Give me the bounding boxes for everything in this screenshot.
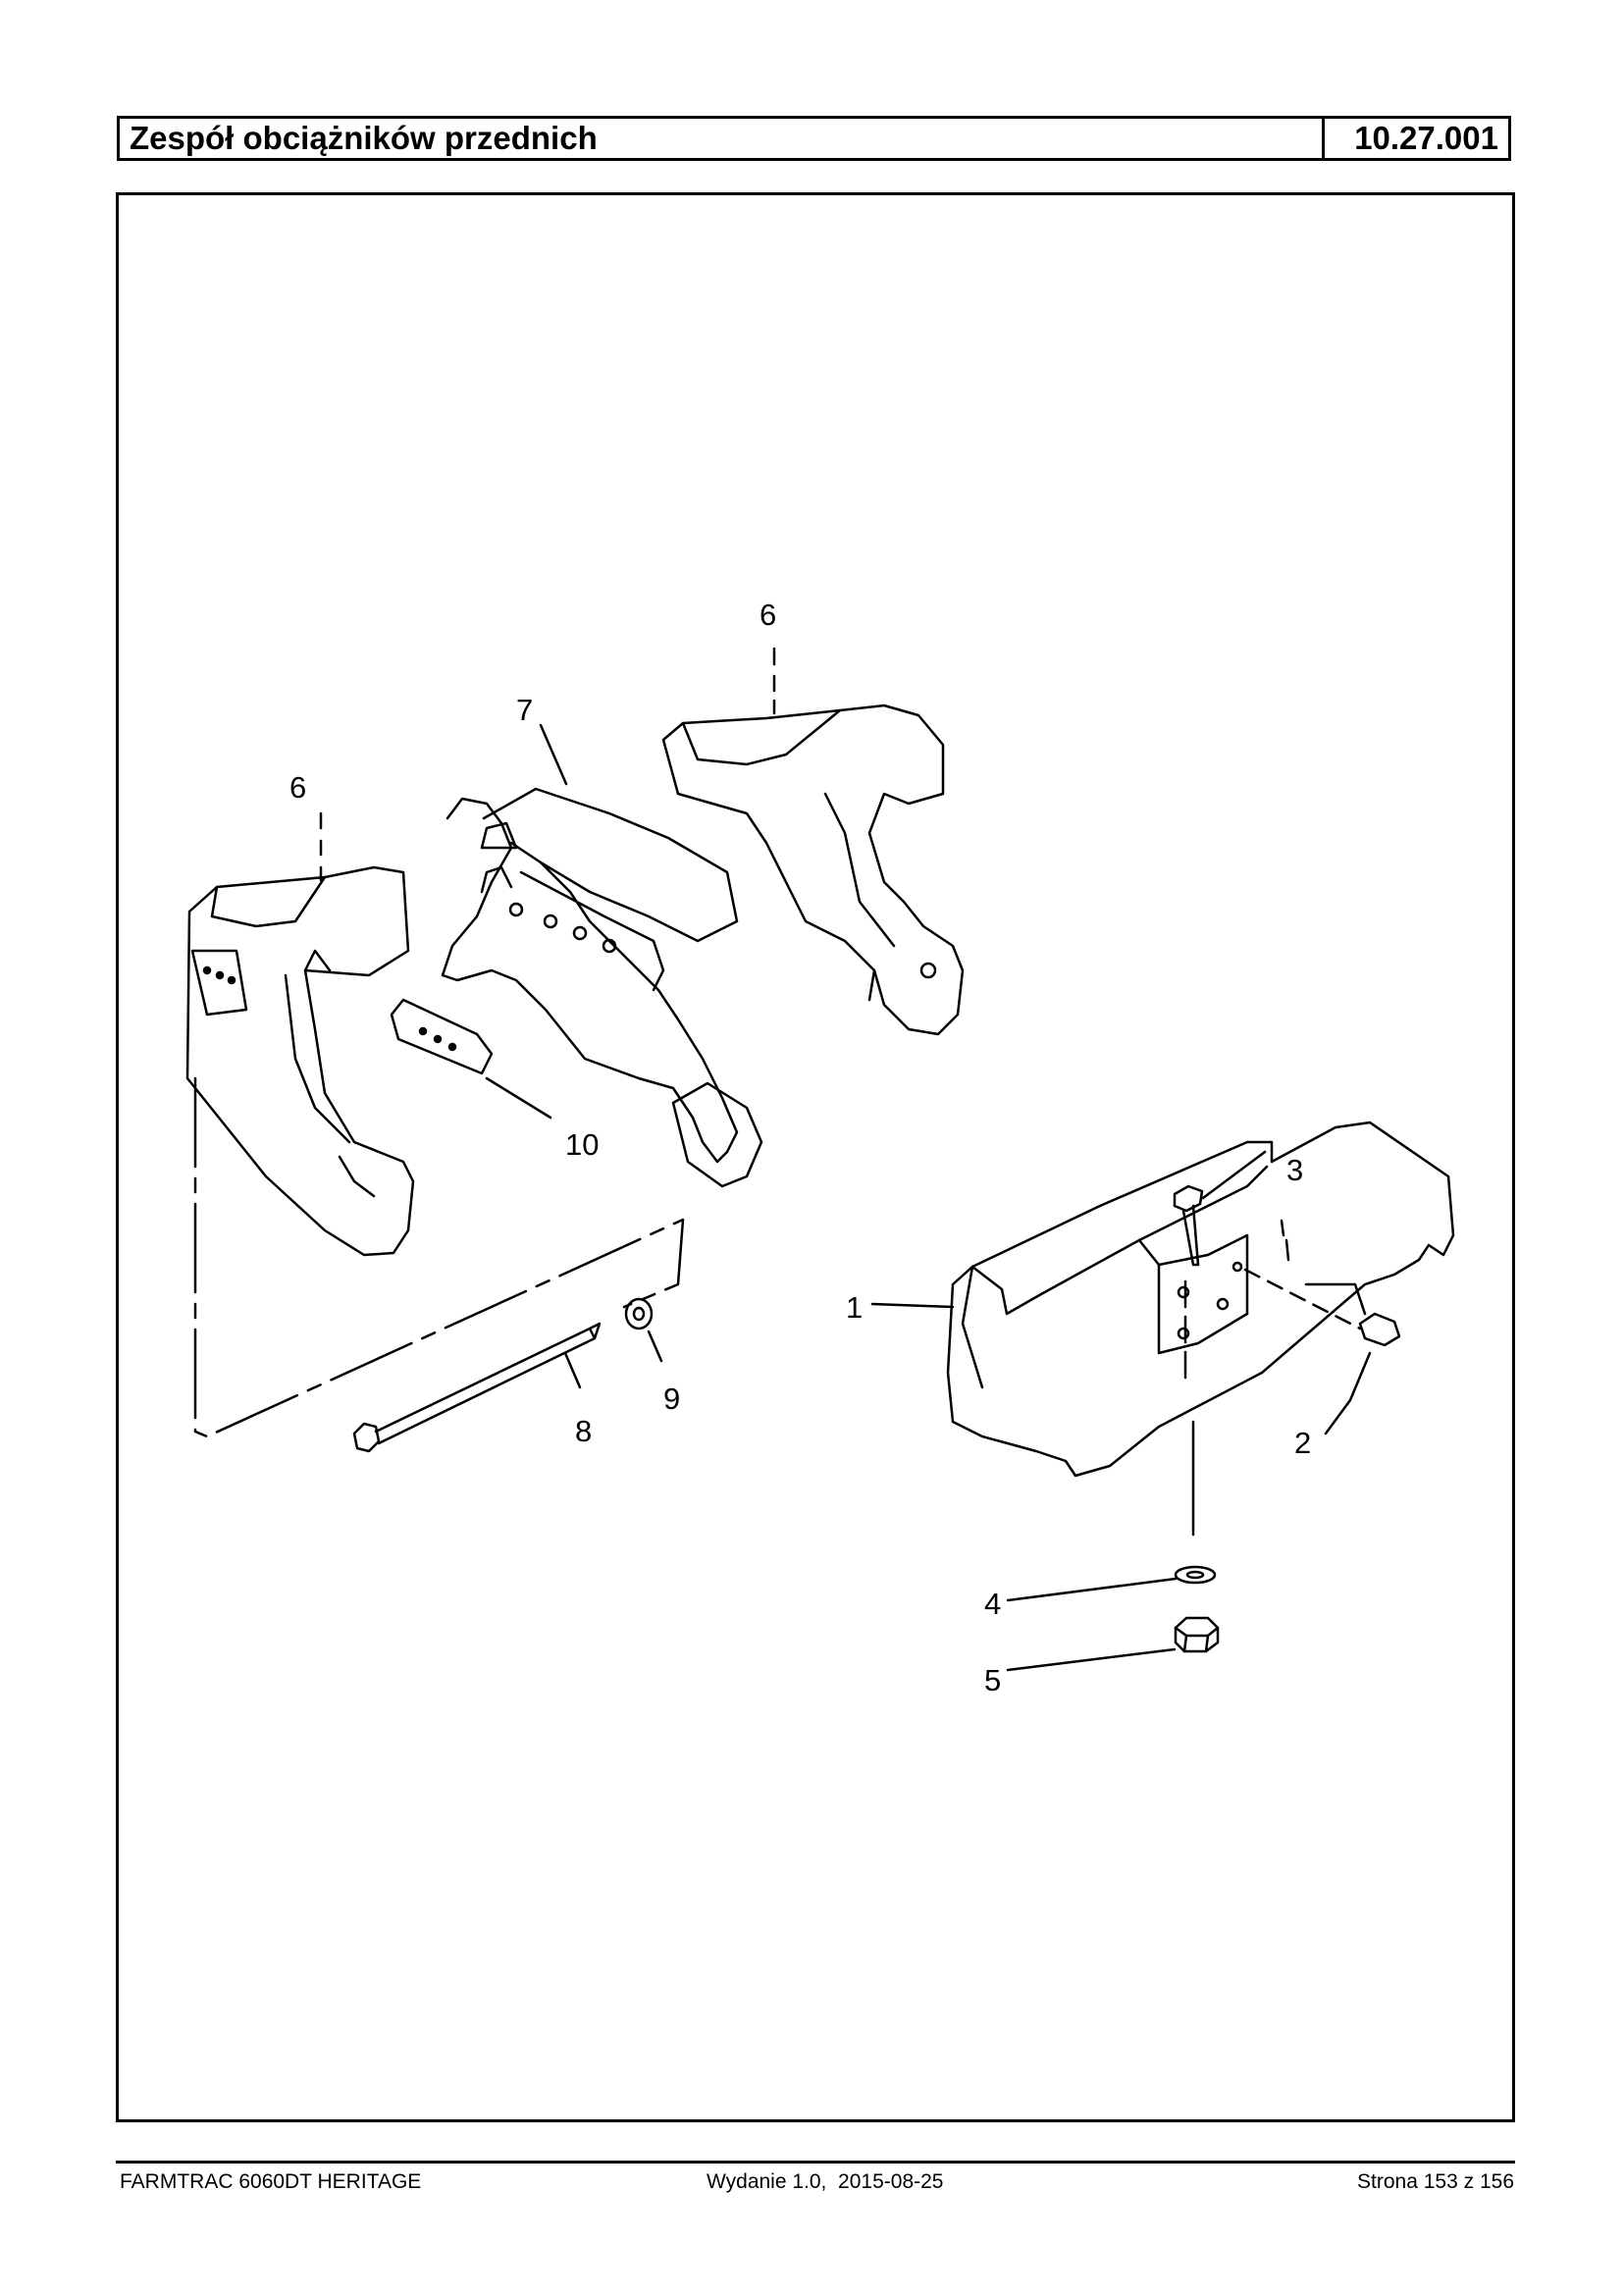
- callout-labels: 1 2 3 4 5 6 6 7 8 9 10: [289, 598, 1311, 1697]
- pin-leader: [563, 1351, 582, 1389]
- footer-model: FARMTRAC 6060DT HERITAGE: [120, 2170, 422, 2193]
- bracket-part: [441, 787, 763, 1188]
- footer-edition: Wydanie 1.0, 2015-08-25: [707, 2170, 944, 2193]
- nut-leader: [1006, 1647, 1177, 1672]
- callout-9: 9: [663, 1382, 680, 1416]
- callout-4: 4: [984, 1587, 1001, 1621]
- callout-1: 1: [846, 1290, 863, 1325]
- cap-line: [1243, 1268, 1362, 1330]
- page-title: Zespół obciążników przednich: [117, 116, 1325, 161]
- callout-8: 8: [575, 1414, 592, 1448]
- callout-2: 2: [1294, 1426, 1311, 1460]
- exploded-view-diagram: 1 2 3 4 5 6 6 7 8 9 10: [185, 598, 1455, 1697]
- plate-leader: [485, 1076, 552, 1120]
- callout-6-left: 6: [289, 770, 306, 805]
- header-bar: Zespół obciążników przednich 10.27.001: [117, 116, 1514, 161]
- main-weight-part: [946, 1121, 1455, 1478]
- footer-rule: [116, 2161, 1515, 2164]
- callout-7: 7: [516, 693, 533, 727]
- cap-leader: [1324, 1351, 1372, 1435]
- washer-leader: [1006, 1577, 1178, 1602]
- left-weight-part: [185, 865, 415, 1257]
- cap-part: [1358, 1312, 1401, 1347]
- callout-3: 3: [1286, 1153, 1303, 1187]
- nut-part: [1174, 1616, 1220, 1653]
- callout-5: 5: [984, 1663, 1001, 1697]
- callout-6-right: 6: [760, 598, 776, 632]
- assembly-line-left: [193, 1076, 685, 1438]
- plate-part: [390, 998, 494, 1075]
- bolt-leader: [1201, 1150, 1267, 1200]
- bolt-part: [1173, 1184, 1204, 1267]
- right-weight-part: [661, 704, 965, 1036]
- footer-page-number: Strona 153 z 156: [1357, 2170, 1514, 2193]
- washer-small-part: [624, 1297, 654, 1330]
- washer-part: [1174, 1565, 1217, 1585]
- bracket-leader: [539, 723, 568, 786]
- section-code: 10.27.001: [1322, 116, 1511, 161]
- main-weight-leader: [870, 1302, 955, 1309]
- washer-small-leader: [647, 1330, 663, 1363]
- callout-10: 10: [565, 1127, 599, 1162]
- exploded-view-frame: 1 2 3 4 5 6 6 7 8 9 10: [116, 192, 1515, 2122]
- pin-part: [352, 1322, 602, 1453]
